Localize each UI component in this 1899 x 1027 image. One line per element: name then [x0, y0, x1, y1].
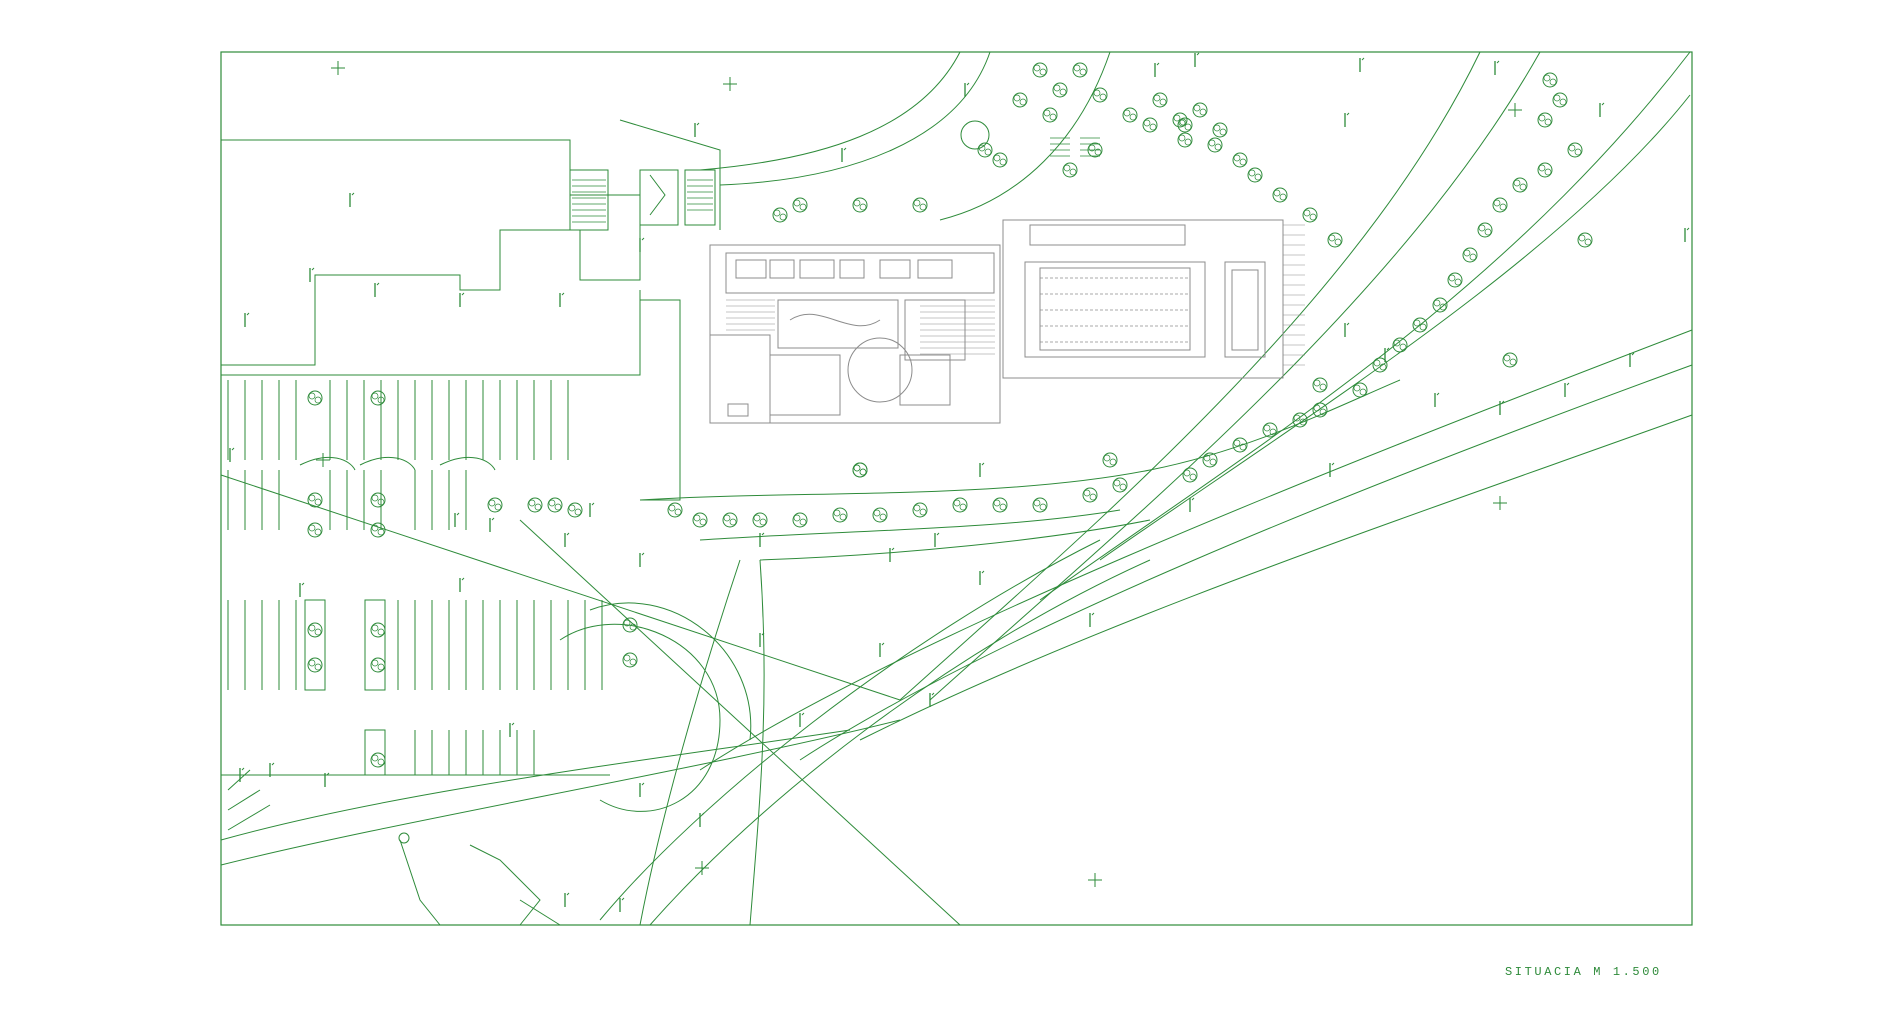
tree-row-parking: [307, 390, 868, 768]
drawing-caption: SITUACIA M 1.500: [1505, 965, 1662, 979]
site-details: [398, 120, 990, 926]
existing-buildings: [221, 119, 721, 501]
tree-row-north: [772, 62, 1343, 248]
road-network: [220, 51, 1693, 926]
proposed-building: [709, 219, 1305, 424]
drawing-frame: [220, 51, 1693, 926]
stair-hatching: [572, 137, 1100, 223]
survey-markers: [315, 60, 1523, 888]
parking-area: [221, 380, 610, 831]
